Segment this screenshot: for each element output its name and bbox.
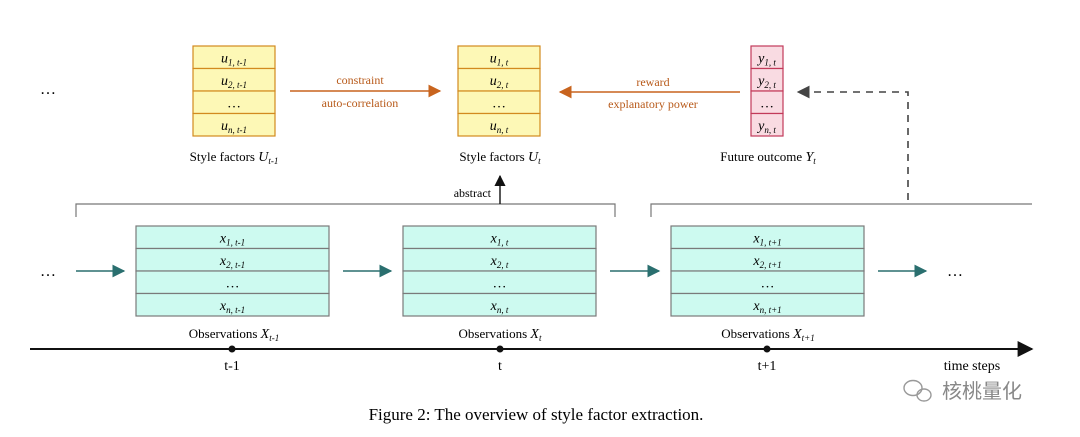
observation-prev-cell-label: x2, t-1 [219, 254, 245, 270]
observation-current-cell-label: xn, t [490, 299, 509, 315]
figure-caption: Figure 2: The overview of style factor e… [369, 405, 704, 424]
watermark: 核桃量化 [903, 379, 1022, 403]
observation-current-cell-label: x1, t [490, 231, 509, 247]
observation-prev-cell-label: … [226, 276, 240, 291]
wechat-icon [903, 379, 932, 402]
caption-style-factors-prev: Style factors Ut-1 [190, 149, 279, 166]
observation-current-cell-label: x2, t [490, 254, 509, 270]
outcome-cell-label: y1, t [756, 51, 776, 67]
style-factor-current-cell-label: u2, t [490, 74, 509, 90]
dashed-feedback-arrow [796, 85, 909, 200]
caption-style-factors-current: Style factors Ut [459, 149, 541, 166]
observation-prev-cell-label: x1, t-1 [219, 231, 245, 247]
observation-next-cell-label: x2, t+1 [752, 254, 781, 270]
observation-next-cell-label: xn, t+1 [752, 299, 781, 315]
observations-next: x1, t+1 x2, t+1 … xn, t+1 [670, 225, 865, 317]
label-abstract: abstract [454, 186, 492, 200]
observation-bracket-right [650, 203, 1032, 217]
time-tick-label-current: t [498, 359, 502, 374]
style-factor-prev-cell-label: … [227, 96, 241, 111]
time-tick-label-prev: t-1 [224, 359, 240, 374]
bottom-left-ellipsis: … [40, 263, 56, 280]
bottom-right-ellipsis: … [947, 263, 963, 280]
style-factor-current-cell-label: u1, t [490, 51, 509, 67]
observations-prev: x1, t-1 x2, t-1 … xn, t-1 [135, 225, 330, 317]
observation-next-cell-label: … [761, 276, 775, 291]
style-factor-prev-cell [192, 112, 276, 137]
style-factor-prev-cell-label: u1, t-1 [221, 51, 247, 67]
top-left-ellipsis: … [40, 81, 56, 98]
observation-next-cell-label: x1, t+1 [752, 231, 781, 247]
time-tick-dot-prev [228, 345, 236, 353]
label-reward: reward [636, 75, 669, 89]
label-constraint: constraint [336, 73, 384, 87]
outcome-cell-label: … [760, 96, 774, 111]
time-axis-label: time steps [944, 359, 1000, 374]
caption-observations-current: Observations Xt [459, 326, 542, 343]
style-factors-prev: u1, t-1 u2, t-1 … un, t-1 [192, 45, 276, 137]
style-factor-current-cell-label: … [492, 96, 506, 111]
future-outcome: y1, t y2, t … yn, t [750, 45, 784, 137]
caption-observations-prev: Observations Xt-1 [189, 326, 279, 343]
observation-current-cell [402, 292, 597, 317]
label-explanatory-power: explanatory power [608, 97, 698, 111]
label-auto-correlation: auto-correlation [322, 96, 399, 110]
time-tick-label-next: t+1 [758, 359, 777, 374]
observation-bracket-left [75, 203, 616, 217]
style-factor-prev-cell-label: un, t-1 [221, 119, 247, 135]
caption-future-outcome: Future outcome Yt [720, 149, 816, 166]
observation-prev-cell [135, 292, 330, 317]
outcome-cell-label: yn, t [756, 119, 776, 135]
watermark-text: 核桃量化 [942, 379, 1022, 403]
observation-current-cell-label: … [493, 276, 507, 291]
time-tick-dot-next [763, 345, 771, 353]
style-factor-prev-cell-label: u2, t-1 [221, 74, 247, 90]
observation-prev-cell-label: xn, t-1 [219, 299, 245, 315]
caption-observations-next: Observations Xt+1 [721, 326, 815, 343]
style-factors-current: u1, t u2, t … un, t [457, 45, 541, 137]
observations-current: x1, t x2, t … xn, t [402, 225, 597, 317]
observation-next-cell [670, 292, 865, 317]
style-factor-current-cell [457, 112, 541, 137]
time-tick-dot-current [496, 345, 504, 353]
outcome-cell-label: y2, t [756, 74, 776, 90]
outcome-cell [750, 112, 784, 137]
style-factor-current-cell-label: un, t [490, 119, 509, 135]
